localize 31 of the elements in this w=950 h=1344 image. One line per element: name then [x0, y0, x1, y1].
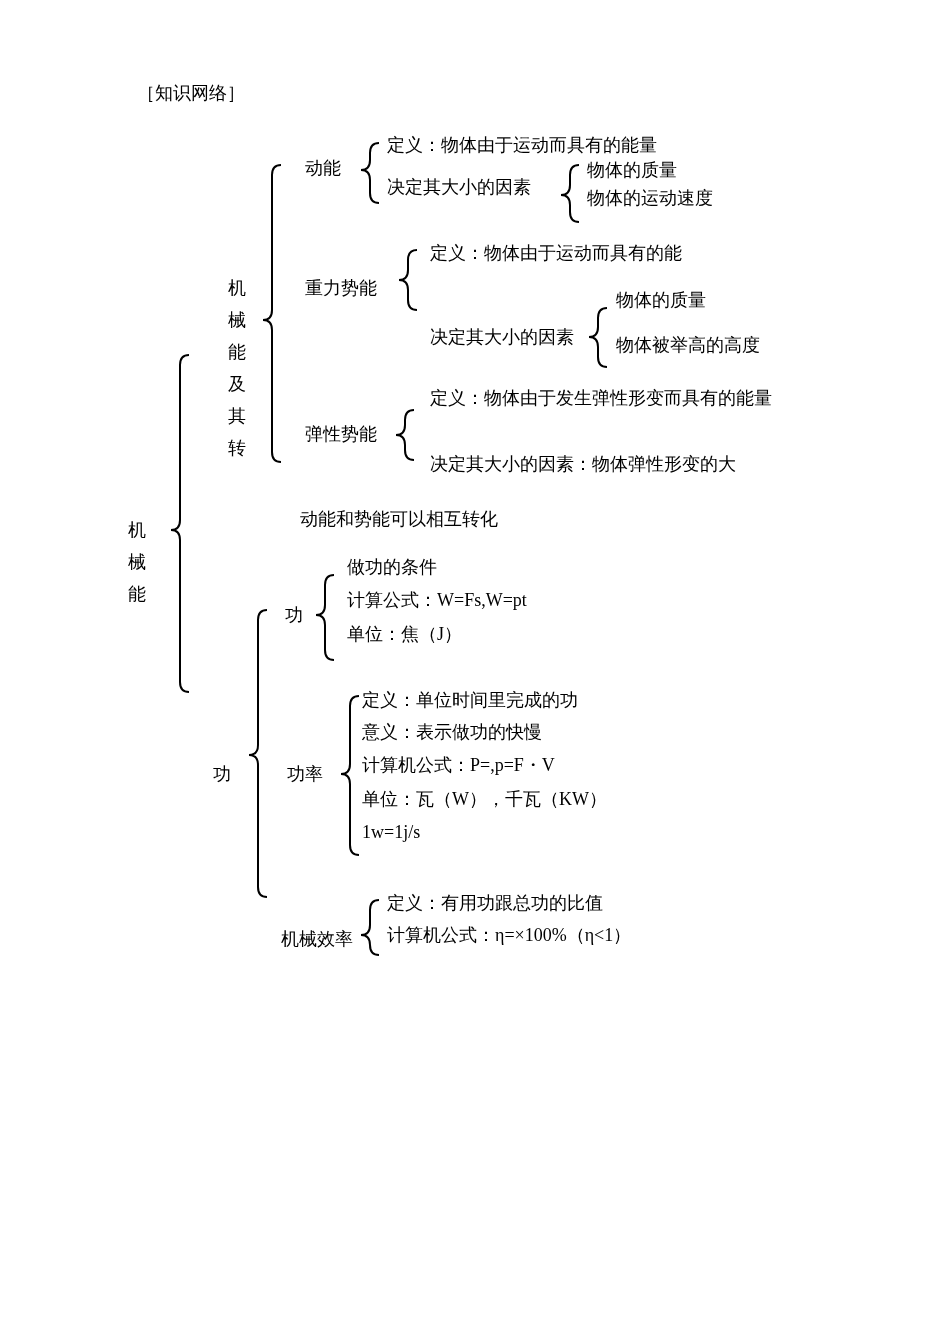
- concept-label: 单位：瓦（W），千瓦（KW）: [362, 788, 607, 810]
- concept-label: 物体的质量: [616, 289, 706, 311]
- concept-label: 物体的质量: [587, 159, 677, 181]
- concept-label: 定义：物体由于运动而具有的能: [430, 242, 682, 264]
- concept-label: 1w=1j/s: [362, 821, 421, 843]
- concept-label: 单位：焦（J）: [347, 623, 462, 645]
- concept-label: 决定其大小的因素：物体弹性形变的大: [430, 453, 736, 475]
- concept-label: 重力势能: [305, 277, 377, 299]
- concept-label: 决定其大小的因素: [387, 176, 531, 198]
- concept-label: 机械效率: [281, 928, 353, 950]
- concept-label: 机械能及其转: [227, 277, 247, 460]
- concept-label: 做功的条件: [347, 556, 437, 578]
- concept-label: 计算机公式：η=×100%（η<1）: [387, 924, 632, 946]
- concept-label: 物体被举高的高度: [616, 334, 760, 356]
- concept-label: 计算机公式：P=,p=F・V: [362, 754, 555, 776]
- concept-label: 意义：表示做功的快慢: [362, 721, 542, 743]
- concept-label: 定义：物体由于运动而具有的能量: [387, 134, 657, 156]
- concept-label: 动能和势能可以相互转化: [300, 508, 498, 530]
- concept-label: 功: [213, 763, 231, 785]
- concept-label: 动能: [305, 157, 341, 179]
- concept-label: 功率: [287, 763, 323, 785]
- concept-label: 功: [285, 604, 303, 626]
- concept-label: 物体的运动速度: [587, 187, 713, 209]
- concept-label: 定义：单位时间里完成的功: [362, 689, 578, 711]
- concept-label: 弹性势能: [305, 423, 377, 445]
- concept-label: 定义：有用功跟总功的比值: [387, 892, 603, 914]
- concept-label: 机械能: [127, 519, 147, 606]
- concept-label: 决定其大小的因素: [430, 326, 574, 348]
- concept-label: 计算公式：W=Fs,W=pt: [347, 589, 527, 611]
- concept-label: 定义：物体由于发生弹性形变而具有的能量: [430, 387, 772, 409]
- section-heading: ［知识网络］: [137, 82, 245, 104]
